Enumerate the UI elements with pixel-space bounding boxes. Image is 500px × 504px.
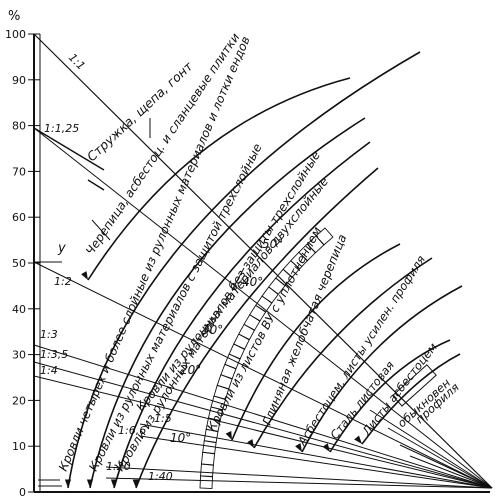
slope-line-extra-4	[409, 455, 493, 489]
arrowhead	[110, 479, 118, 488]
arc-roll-three-prot	[89, 117, 366, 489]
material-labels: Стружка, щепа, гонт Черепица, асбестоц. …	[56, 30, 462, 473]
tick-40	[231, 267, 245, 291]
slope-line-1-5	[139, 423, 493, 489]
arc-roll-four	[67, 51, 421, 489]
axis-tick-label: 80	[12, 120, 26, 133]
angle-50: 50°	[262, 237, 283, 251]
slope-line-extra-2	[387, 427, 493, 489]
arc-asb-ordinary	[361, 353, 461, 445]
box-ordinary	[391, 364, 437, 407]
arrowhead	[132, 479, 139, 488]
arc-asb-reinforced	[301, 285, 463, 453]
degree-band-cell	[199, 475, 214, 490]
axis-tick-label: 70	[12, 165, 26, 178]
arc-tiles	[87, 77, 351, 281]
angle-20: 20°	[180, 363, 201, 377]
label-1-3: 1:3	[40, 328, 58, 341]
slope-line-extra-3	[399, 444, 493, 489]
label-1-1-25: 1:1,25	[44, 122, 79, 135]
label-1-5: 1:5	[154, 412, 172, 425]
slope-fan	[33, 33, 493, 489]
arrowhead	[225, 431, 232, 440]
axis-ticks: 0 10 20 30 40 50 60 70 80 90 100	[5, 28, 40, 499]
percent-axis: % 0 10 20 30 40 50 60 70 80 90 100	[5, 9, 490, 499]
arrowhead	[86, 479, 94, 488]
label-1-6-6: 1:6,6	[118, 424, 146, 437]
arc-clay-tile	[253, 257, 433, 449]
slope-stub-y	[91, 219, 111, 241]
degree-scale-band	[199, 227, 334, 490]
leader-1-1-25	[33, 127, 105, 171]
arrowhead	[247, 439, 254, 448]
angle-40: 40°	[242, 275, 263, 289]
axis-tick-label: 0	[19, 486, 26, 499]
arrowhead	[295, 443, 302, 452]
axis-tick-label: 10	[12, 440, 26, 453]
arrowhead	[81, 271, 88, 280]
slope-line-1-1-25	[33, 127, 493, 489]
axis-tick-label: 50	[12, 257, 26, 270]
leader-tiles	[87, 179, 105, 191]
degree-band-cell	[200, 451, 216, 466]
angle-labels: 10° 20° 30° 40° 50°	[170, 237, 283, 445]
axis-tick-label: 60	[12, 211, 26, 224]
slope-ratio-labels: 1:1 1:1,25 1:2 1:3 1:3,5 1:4 1:5 1:6,6 1…	[40, 51, 173, 483]
arc-steel-sheet	[329, 339, 451, 453]
slope-line-1-6-6	[139, 435, 493, 489]
axis-tick-label: 90	[12, 74, 26, 87]
axis-tick-label: 20	[12, 394, 26, 407]
degree-band-cell	[315, 227, 334, 246]
arrowhead	[322, 443, 330, 452]
arc-roll-three-noprot	[113, 141, 371, 489]
slope-line-1-3	[33, 344, 493, 489]
label-1-4: 1:4	[40, 364, 58, 377]
marker-y-label: y	[57, 241, 66, 256]
arrowheads	[64, 271, 362, 488]
arrowhead	[354, 435, 362, 444]
material-arcs	[33, 51, 463, 489]
label-1-40: 1:40	[148, 470, 173, 483]
arrowhead	[64, 479, 72, 488]
axis-tick-label: 30	[12, 349, 26, 362]
angle-30: 30°	[202, 323, 223, 337]
degree-band-cell	[200, 463, 214, 478]
slope-line-extra-1	[369, 409, 493, 489]
label-1-3-5: 1:3,5	[40, 348, 68, 361]
slope-line-1-2	[33, 261, 493, 489]
slope-line-1-1	[33, 33, 493, 489]
slope-line-1-20	[105, 466, 493, 489]
slope-line-1-40	[105, 477, 493, 489]
label-1-2: 1:2	[54, 275, 72, 288]
label-boxes	[391, 364, 437, 407]
angle-10: 10°	[170, 431, 191, 445]
arc-vu-sheets	[231, 243, 401, 441]
arc-roll-two	[135, 167, 379, 489]
axis-tick-label: 100	[5, 28, 26, 41]
slope-line-1-3-5	[33, 361, 493, 489]
axis-tick-label: 40	[12, 303, 26, 316]
label-1-20: 1:20	[106, 460, 131, 473]
axis-unit-label: %	[8, 9, 20, 24]
